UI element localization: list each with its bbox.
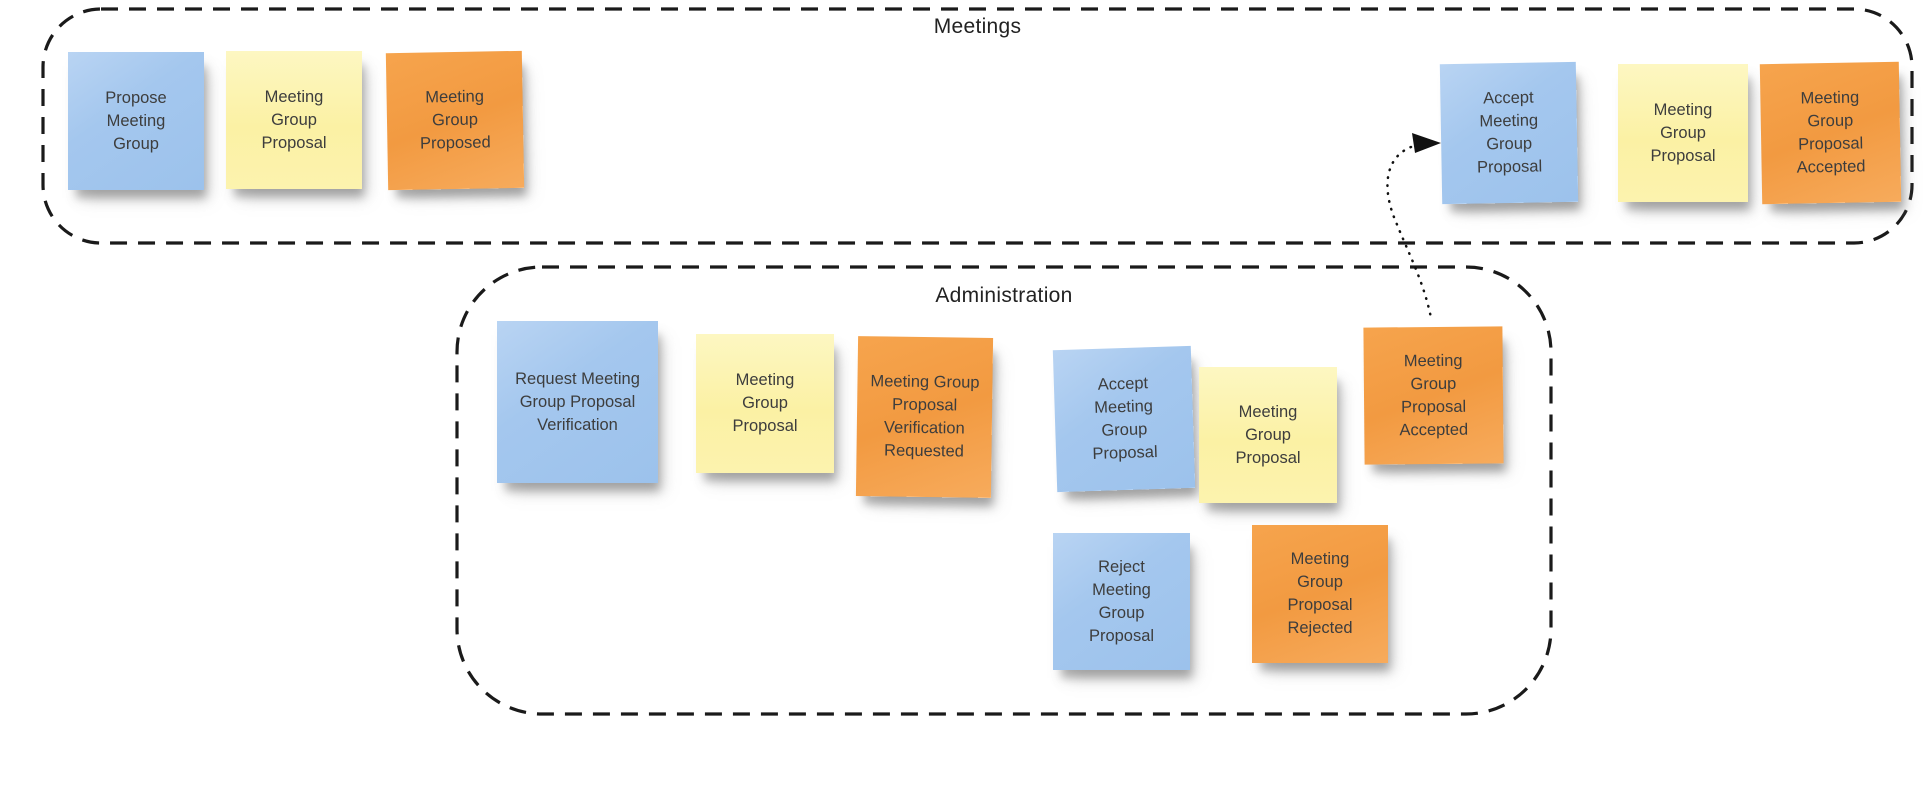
meetings-group-title: Meetings: [933, 15, 1022, 38]
note-meeting-group-proposal-verification-requested[interactable]: Meeting Group Proposal Verification Requ…: [855, 336, 994, 498]
note-meetings-accept-meeting-group-proposal[interactable]: Accept Meeting Group Proposal: [1439, 61, 1579, 205]
note-meetings-meeting-group-proposal-right[interactable]: Meeting Group Proposal: [1618, 64, 1748, 202]
note-admin-accept-meeting-group-proposal[interactable]: Accept Meeting Group Proposal: [1052, 345, 1196, 493]
connector-arrowhead: [1412, 133, 1441, 153]
note-reject-meeting-group-proposal[interactable]: Reject Meeting Group Proposal: [1053, 533, 1190, 670]
note-meetings-meeting-group-proposal-accepted[interactable]: Meeting Group Proposal Accepted: [1759, 61, 1902, 205]
note-meetings-meeting-group-proposal-left[interactable]: Meeting Group Proposal: [226, 51, 362, 189]
note-meeting-group-proposed[interactable]: Meeting Group Proposed: [385, 50, 525, 191]
note-propose-meeting-group[interactable]: Propose Meeting Group: [68, 52, 204, 190]
note-request-meeting-group-proposal-verification[interactable]: Request Meeting Group Proposal Verificat…: [497, 321, 658, 483]
note-meeting-group-proposal-rejected[interactable]: Meeting Group Proposal Rejected: [1252, 525, 1388, 663]
note-admin-meeting-group-proposal-accepted[interactable]: Meeting Group Proposal Accepted: [1363, 326, 1504, 465]
administration-group-title: Administration: [935, 284, 1073, 307]
note-admin-meeting-group-proposal-2[interactable]: Meeting Group Proposal: [1199, 367, 1337, 503]
note-admin-meeting-group-proposal-1[interactable]: Meeting Group Proposal: [696, 334, 834, 473]
